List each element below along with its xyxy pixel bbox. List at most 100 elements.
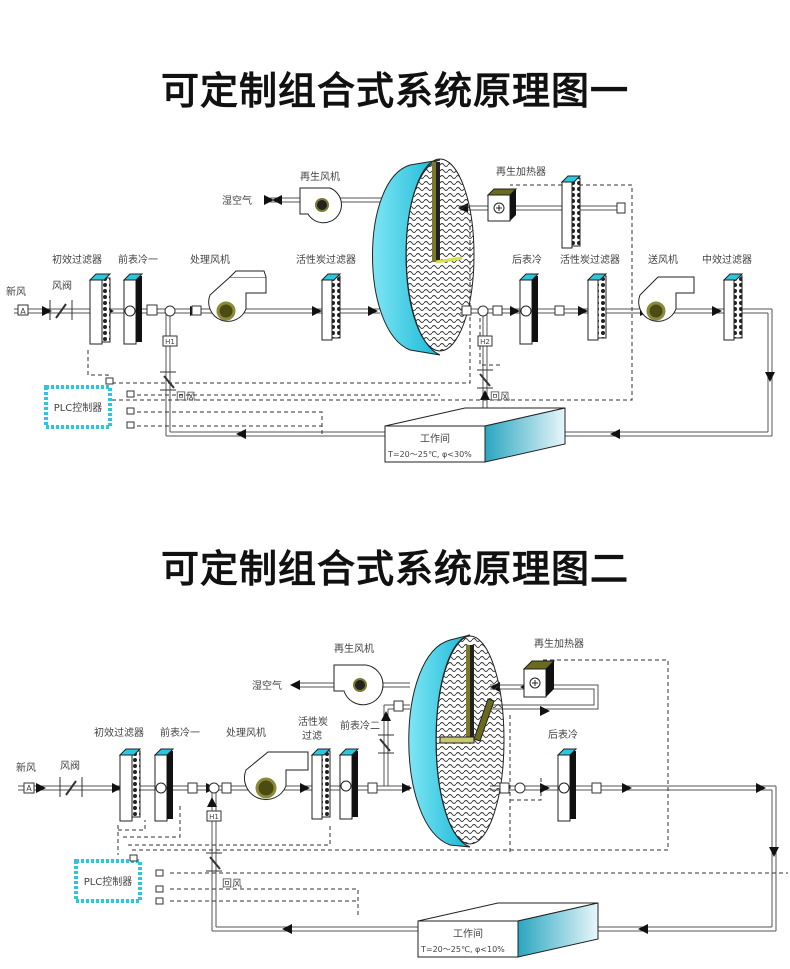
label-regen-fan: 再生风机 bbox=[300, 170, 340, 183]
diagram1-title: 可定制组合式系统原理图一 bbox=[160, 69, 629, 113]
label-carbon-filter-2b: 过滤 bbox=[302, 729, 322, 742]
return-damper-2 bbox=[477, 369, 493, 389]
label-damper-2: 风阀 bbox=[60, 759, 80, 772]
fresh-air-damper bbox=[49, 300, 73, 320]
mixing-junction bbox=[164, 305, 176, 317]
sensor-e bbox=[461, 305, 472, 316]
mixing-junction-2 bbox=[477, 305, 489, 317]
fresh-air-sensor-a-2: A bbox=[23, 782, 35, 794]
regen-inlet-sensor bbox=[616, 202, 626, 214]
plc-controller: PLC控制器 bbox=[44, 385, 112, 429]
sensor-c bbox=[146, 304, 158, 316]
carbon-filter-2 bbox=[310, 748, 332, 820]
label-process-fan-2: 处理风机 bbox=[226, 726, 266, 739]
control-wiring bbox=[87, 184, 633, 435]
label-carbon-filter: 活性炭过滤器 bbox=[296, 253, 356, 266]
label-regen-heater-2: 再生加热器 bbox=[534, 637, 584, 650]
plc-ports-2 bbox=[129, 854, 164, 905]
sensor-g-2 bbox=[591, 782, 602, 794]
return-damper-2a bbox=[206, 852, 222, 872]
workshop-condition-2: T=20～25℃, φ<10% bbox=[420, 945, 505, 954]
bypass-damper-2 bbox=[378, 734, 394, 754]
regen-carbon-filter bbox=[560, 175, 582, 249]
regen-heater bbox=[486, 188, 518, 222]
sensor-h1-2: H1 bbox=[206, 810, 222, 822]
sensor-g bbox=[554, 305, 565, 316]
process-fan-2 bbox=[243, 751, 309, 801]
label-damper: 风阀 bbox=[52, 279, 72, 292]
sensor-e-2 bbox=[499, 782, 510, 794]
label-humid-air: 湿空气 bbox=[222, 194, 252, 207]
diagram2: PLC控制器 新风 A 风阀 初效过滤器 前表冷一 H1 回风 处理风机 活性炭… bbox=[16, 634, 788, 958]
workshop: 工作间 T=20～25℃, φ<30% bbox=[384, 407, 566, 463]
sensor-d bbox=[191, 305, 202, 316]
label-process-fan: 处理风机 bbox=[190, 253, 230, 266]
flow-arrows bbox=[42, 195, 775, 439]
workshop-label-2: 工作间 bbox=[453, 927, 483, 940]
svg-text:H1: H1 bbox=[209, 813, 219, 821]
label-supply-fan: 送风机 bbox=[648, 253, 678, 266]
svg-text:H2: H2 bbox=[480, 338, 490, 346]
medium-filter bbox=[722, 273, 744, 341]
primary-filter bbox=[88, 273, 112, 345]
process-fan bbox=[208, 270, 267, 322]
label-post-cooler-2: 后表冷 bbox=[548, 728, 578, 741]
label-regen-fan-2: 再生风机 bbox=[334, 642, 374, 655]
supply-fan bbox=[638, 276, 695, 322]
workshop-condition: T=20～25℃, φ<30% bbox=[387, 450, 472, 459]
label-primary-filter-2: 初效过滤器 bbox=[94, 726, 144, 739]
fresh-air-damper-2 bbox=[59, 777, 83, 797]
mixing-junction-2a bbox=[208, 782, 220, 794]
sensor-f bbox=[492, 305, 503, 316]
sensor-h1: H1 bbox=[162, 335, 178, 347]
label-humid-air-2: 湿空气 bbox=[252, 679, 282, 692]
label-pre-cooler-1-2: 前表冷一 bbox=[160, 726, 200, 739]
workshop-label: 工作间 bbox=[420, 432, 450, 445]
label-carbon-filter-2a: 活性炭 bbox=[298, 715, 328, 728]
diagram1: PLC控制器 A 新风 风阀 初效过滤器 前表冷一 H1 回风 处理风机 活性炭… bbox=[6, 158, 775, 463]
label-medium-filter: 中效过滤器 bbox=[702, 253, 752, 266]
label-regen-heater: 再生加热器 bbox=[496, 165, 546, 178]
diagram2-title: 可定制组合式系统原理图二 bbox=[160, 547, 629, 591]
pre-cooler-2 bbox=[338, 748, 360, 820]
plc-ports bbox=[105, 377, 135, 429]
label-carbon-filter-2: 活性炭过滤器 bbox=[560, 253, 620, 266]
svg-text:A: A bbox=[26, 784, 32, 793]
label-return-air-2: 回风 bbox=[490, 391, 510, 403]
carbon-filter bbox=[320, 273, 342, 341]
sensor-f-2 bbox=[393, 700, 404, 712]
label-pre-cooler-2: 前表冷二 bbox=[340, 719, 380, 732]
return-damper-1 bbox=[160, 371, 176, 391]
sensor-b-2 bbox=[187, 782, 198, 794]
workshop-2: 工作间 T=20～25℃, φ<10% bbox=[417, 902, 599, 958]
label-post-cooler: 后表冷 bbox=[512, 253, 542, 266]
sensor-d-2 bbox=[367, 782, 378, 794]
regen-fan bbox=[299, 187, 342, 224]
post-cooler-2 bbox=[556, 748, 578, 822]
regen-fan-2 bbox=[333, 664, 384, 706]
label-fresh-air-2: 新风 bbox=[16, 761, 36, 774]
junction-2b bbox=[514, 782, 526, 794]
fresh-air-sensor-a: A bbox=[17, 304, 29, 316]
label-fresh-air: 新风 bbox=[6, 285, 26, 298]
label-return-air-2a: 回风 bbox=[222, 878, 242, 890]
sensor-c-2 bbox=[221, 782, 232, 794]
post-cooler bbox=[518, 273, 540, 345]
plc-label: PLC控制器 bbox=[54, 401, 103, 414]
svg-text:H1: H1 bbox=[165, 338, 175, 346]
desiccant-wheel bbox=[372, 158, 475, 356]
sensor-h2: H2 bbox=[477, 335, 493, 347]
plc-label-2: PLC控制器 bbox=[84, 875, 133, 888]
regen-heater-2 bbox=[522, 660, 556, 698]
label-return-air-1: 回风 bbox=[176, 391, 196, 403]
carbon-filter-2 bbox=[586, 273, 608, 341]
primary-filter-2 bbox=[118, 748, 142, 822]
label-pre-cooler-1: 前表冷一 bbox=[118, 253, 158, 266]
pre-cooler-1 bbox=[122, 273, 144, 345]
pre-cooler-1-2 bbox=[153, 748, 175, 822]
label-primary-filter: 初效过滤器 bbox=[52, 253, 102, 266]
svg-text:A: A bbox=[20, 307, 26, 316]
plc-controller-2: PLC控制器 bbox=[74, 859, 142, 903]
desiccant-wheel-2 bbox=[408, 634, 505, 848]
control-wiring-2 bbox=[117, 659, 788, 915]
